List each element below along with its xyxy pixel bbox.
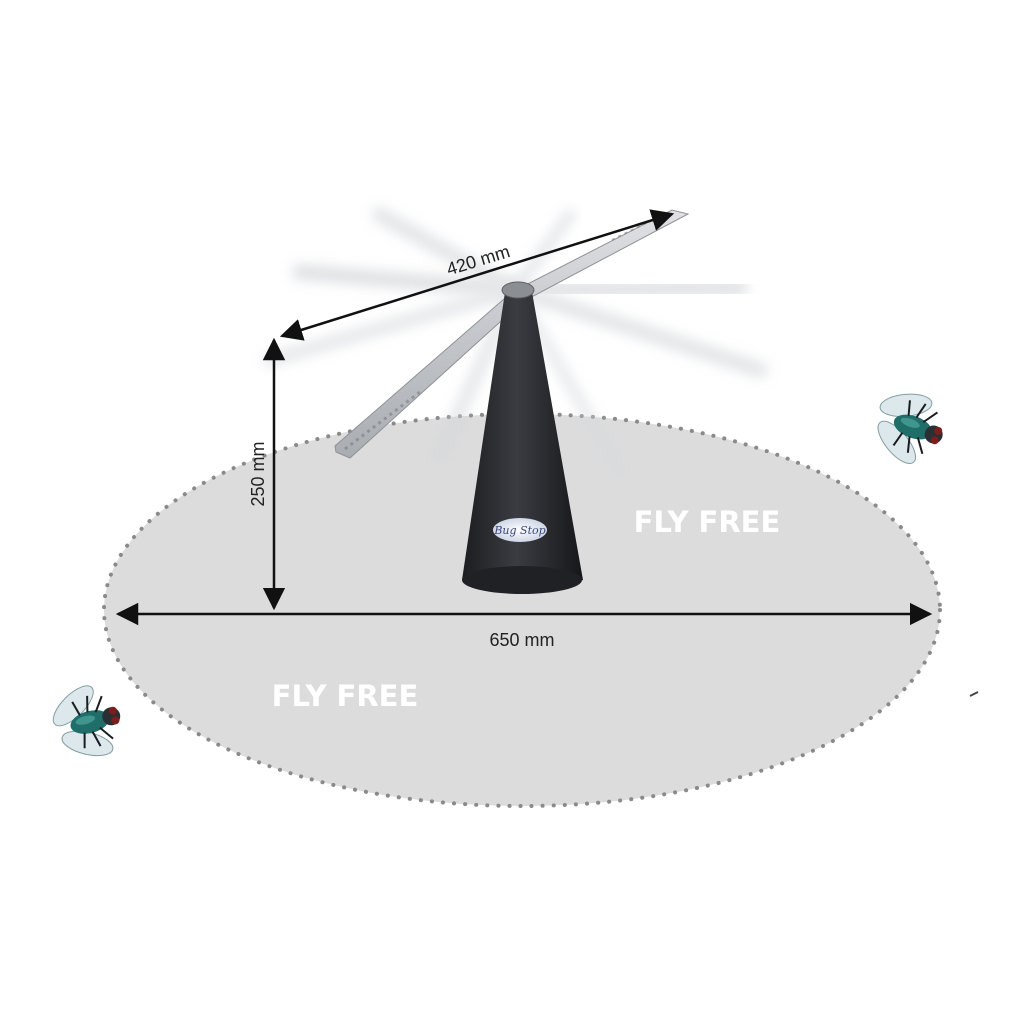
fan-hub — [501, 281, 535, 299]
fly-free-label-right: FLY FREE — [634, 505, 781, 539]
height-label: 250 mm — [248, 441, 268, 506]
blade-span-arrow — [279, 209, 675, 341]
coverage-label: 650 mm — [489, 630, 554, 650]
dimension-lines — [115, 209, 933, 626]
fly-icon — [52, 685, 121, 757]
speck — [969, 691, 979, 697]
fly-icon — [877, 393, 943, 465]
base-logo-badge — [493, 518, 547, 542]
fly-free-label-left: FLY FREE — [272, 679, 419, 713]
base-logo: Bug Stop — [493, 524, 545, 537]
